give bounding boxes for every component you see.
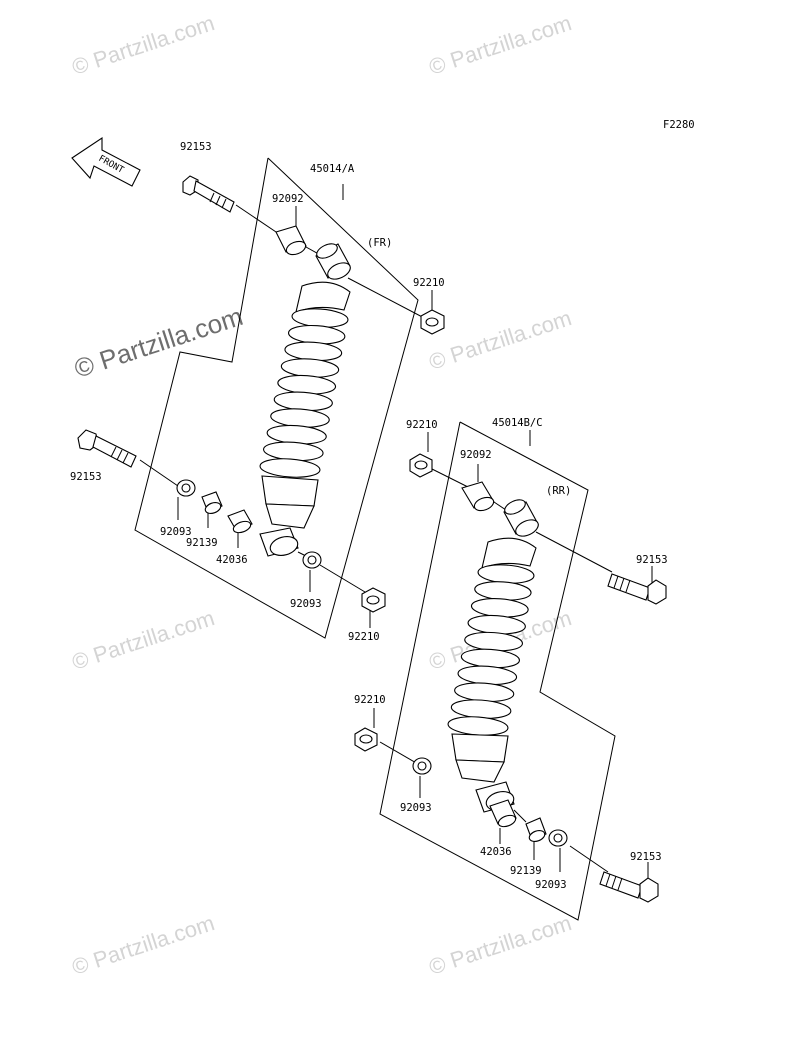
bushing-icon [201, 491, 223, 514]
assembly-part-number: 45014/A [310, 163, 355, 175]
watermark: © Partzilla.com [426, 305, 575, 375]
watermark: © Partzilla.com [69, 910, 218, 980]
part-label: 92153 [630, 851, 662, 863]
rear-assembly: 45014B/C (RR) 92210 92092 92153 92210 92… [354, 417, 668, 921]
part-label: 92210 [413, 277, 445, 289]
nut-icon [420, 309, 445, 335]
nut-icon [361, 587, 386, 613]
nut-icon [409, 453, 433, 478]
part-label: 92139 [510, 865, 542, 877]
shock-eye-icon [315, 243, 351, 280]
bolt-icon [607, 573, 667, 605]
front-arrow-icon: FRONT [71, 136, 141, 187]
part-label: 92139 [186, 537, 218, 549]
front-assembly: 45014/A (FR) 92153 92092 92210 92153 920… [70, 141, 445, 643]
part-label: 92093 [535, 879, 567, 891]
watermark: © Partzilla.com [69, 605, 218, 675]
collar-icon [461, 481, 495, 512]
part-label: 92210 [354, 694, 386, 706]
part-label: 92093 [290, 598, 322, 610]
seal-icon [176, 479, 196, 497]
part-label: 92210 [348, 631, 380, 643]
watermark-layer: © Partzilla.com © Partzilla.com © Partzi… [69, 10, 575, 980]
part-label: 42036 [216, 554, 248, 566]
seal-icon [548, 829, 568, 847]
seal-icon [412, 757, 432, 775]
bolt-icon [77, 429, 137, 468]
nut-icon [354, 727, 378, 752]
watermark: © Partzilla.com [69, 10, 218, 80]
part-label: 42036 [480, 846, 512, 858]
shock-spring-icon [447, 537, 537, 783]
bushing-icon [525, 817, 547, 842]
assembly-part-number: 45014B/C [492, 417, 543, 429]
part-label: 92210 [406, 419, 438, 431]
part-label: 92153 [180, 141, 212, 153]
part-label: 92092 [272, 193, 304, 205]
part-label: 92093 [160, 526, 192, 538]
part-label: 92153 [636, 554, 668, 566]
part-label: 92153 [70, 471, 102, 483]
shock-eye-icon [503, 499, 539, 537]
assembly-position: (RR) [546, 485, 571, 497]
part-label: 92092 [460, 449, 492, 461]
bolt-icon [599, 871, 659, 903]
assembly-position: (FR) [367, 237, 392, 249]
seal-icon [302, 551, 322, 569]
collar-icon [227, 509, 253, 534]
collar-icon [275, 225, 307, 256]
watermark: © Partzilla.com [426, 10, 575, 80]
bolt-icon [182, 175, 235, 213]
watermark: © Partzilla.com [426, 910, 575, 980]
diagram-code: F2280 [663, 119, 695, 131]
part-label: 92093 [400, 802, 432, 814]
collar-icon [489, 799, 517, 828]
spring-coil [259, 458, 321, 478]
shock-eye-icon [259, 527, 299, 557]
shock-spring-icon [259, 281, 351, 529]
watermark: © Partzilla.com [71, 301, 247, 384]
